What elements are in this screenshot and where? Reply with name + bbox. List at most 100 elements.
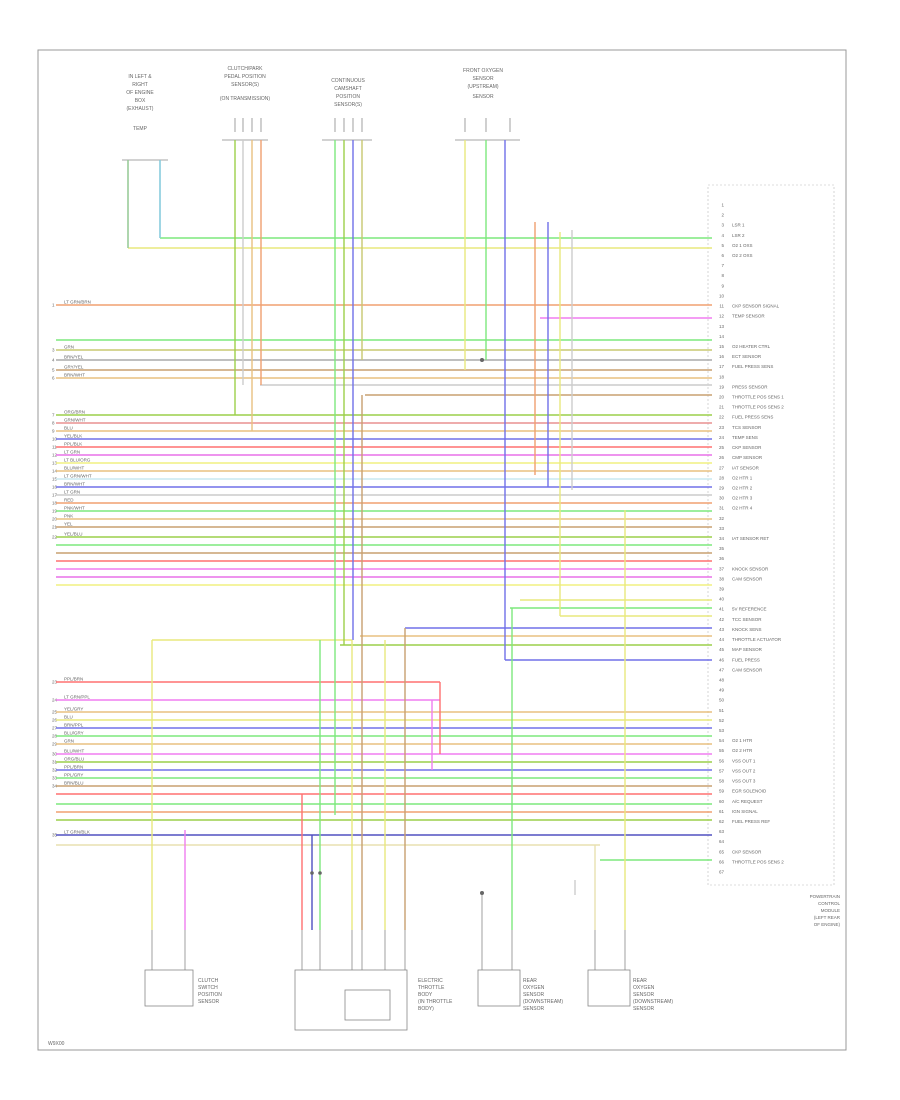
wire-color-code: LT GRN/WHT	[64, 474, 92, 479]
wire-color-code: RED	[64, 498, 74, 503]
pin-number: 61	[719, 809, 725, 814]
wire-color-code: BRN/WHT	[64, 482, 85, 487]
pcm-label-line: MODULE	[821, 908, 840, 913]
pin-number: 30	[719, 496, 725, 501]
wire-color-code: BLU/WHT	[64, 466, 85, 471]
pin-number: 15	[719, 344, 725, 349]
pin-number: 65	[719, 849, 725, 854]
wire-pin-number: 31	[52, 760, 58, 765]
svg-text:SENSOR: SENSOR	[633, 992, 655, 998]
footer-code: W9X00	[48, 1041, 65, 1047]
pin-number: 54	[719, 738, 725, 743]
bottom-component-3: REAR OXYGEN SENSOR (DOWNSTREAM) SENSOR	[477, 969, 563, 1012]
pin-number: 52	[719, 718, 725, 723]
wire-color-code: GRN	[64, 345, 74, 350]
pin-number: 45	[719, 647, 725, 652]
pin-number: 5	[721, 243, 724, 248]
top-component-1-line: RIGHT	[132, 82, 148, 88]
top-component-1: IN LEFT & RIGHT OF ENGINE BOX (EXHAUST) …	[126, 74, 154, 132]
wire-color-code: PPL/BRN	[64, 677, 83, 682]
pin-number: 25	[719, 445, 725, 450]
top-component-2-line: CLUTCH/PARK	[228, 66, 264, 72]
pin-number: 64	[719, 839, 725, 844]
pin-number: 10	[719, 293, 725, 298]
svg-text:POSITION: POSITION	[198, 992, 222, 998]
pin-label: VSS OUT 3	[732, 779, 756, 784]
pin-number: 66	[719, 859, 725, 864]
pin-number: 56	[719, 758, 725, 763]
pin-label: O2 2 OXS	[732, 253, 753, 258]
top-component-1-line: BOX	[135, 98, 146, 104]
wire-color-code: ORG/BLU	[64, 757, 84, 762]
svg-text:BODY: BODY	[418, 992, 433, 998]
wire-color-code: PPL/BLK	[64, 442, 82, 447]
pin-number: 58	[719, 779, 725, 784]
bottom-component-1: CLUTCH SWITCH POSITION SENSOR	[144, 969, 222, 1007]
pcm-label-line: OF ENGINE)	[814, 922, 841, 927]
pin-number: 62	[719, 819, 725, 824]
wire-pin-number: 11	[52, 445, 57, 450]
wire-pin-number: 14	[52, 469, 58, 474]
pin-label: O2 HEATER CTRL	[732, 344, 771, 349]
wire-pin-number: 26	[52, 718, 58, 723]
wire-color-code: BLU/GRY	[64, 731, 84, 736]
wire-color-code: LT GRN/BRN	[64, 300, 91, 305]
pin-label: CKP SENSOR	[732, 849, 762, 854]
pin-label: KNOCK SENSOR	[732, 566, 769, 571]
pin-number: 1	[721, 203, 724, 208]
wire-color-code: LT GRN	[64, 450, 80, 455]
pin-label: TCS SENSOR	[732, 425, 762, 430]
top-component-4-line: (UPSTREAM)	[467, 84, 498, 90]
pin-label: EGR SOLENOID	[732, 789, 767, 794]
pin-label: IAT SENSOR RET	[732, 536, 769, 541]
wire-pin-number: 8	[52, 421, 55, 426]
pin-label: THROTTLE ACTUATOR	[732, 637, 782, 642]
svg-text:SENSOR: SENSOR	[523, 1006, 545, 1012]
top-component-1-line: (EXHAUST)	[127, 106, 154, 112]
top-connectors	[122, 118, 520, 161]
pin-label: 5V REFERENCE	[732, 607, 767, 612]
wire-color-code: PPL/GRY	[64, 773, 83, 778]
top-component-4-line: FRONT OXYGEN	[463, 68, 503, 74]
pin-number: 11	[719, 304, 724, 309]
pin-label: O2 HTR 2	[732, 485, 753, 490]
pin-number: 19	[719, 384, 725, 389]
wire-pin-number: 7	[52, 413, 55, 418]
top-component-4-line: SENSOR	[472, 94, 494, 100]
wire-pin-number: 13	[52, 461, 58, 466]
wire-pin-number: 15	[52, 477, 58, 482]
top-component-4-line: SENSOR	[472, 76, 494, 82]
pin-number: 47	[719, 667, 725, 672]
pin-label: O2 1 OXS	[732, 243, 753, 248]
pin-number: 50	[719, 698, 725, 703]
wire-pin-number: 18	[52, 501, 58, 506]
pin-label: CAM SENSOR	[732, 667, 763, 672]
bottom-connectors	[151, 895, 626, 970]
pin-number: 39	[719, 587, 725, 592]
wire-pin-number: 28	[52, 734, 58, 739]
pin-number: 17	[719, 364, 725, 369]
pin-number: 36	[719, 556, 725, 561]
pin-number: 51	[719, 708, 725, 713]
wire-color-code: ORG/BRN	[64, 410, 85, 415]
pin-label: O2 HTR 4	[732, 506, 753, 511]
splice-dot	[480, 358, 484, 362]
wire-pin-number: 10	[52, 437, 58, 442]
pin-number: 9	[721, 283, 724, 288]
pin-number: 57	[719, 768, 725, 773]
wire-color-code: BLU/WHT	[64, 749, 85, 754]
pin-number: 35	[719, 546, 725, 551]
top-component-3-line: SENSOR(S)	[334, 102, 362, 108]
wire-color-code: YEL	[64, 522, 73, 527]
pin-number: 49	[719, 688, 725, 693]
pin-number: 32	[719, 516, 725, 521]
top-component-3-line: CAMSHAFT	[334, 86, 362, 92]
pin-number: 34	[719, 536, 725, 541]
pin-number: 41	[719, 607, 725, 612]
wire-color-code: GRY/YEL	[64, 365, 84, 370]
wire-codes: LT GRN/BRN1GRN3BRN/YEL4GRY/YEL5BRN/WHT6O…	[52, 300, 92, 838]
splice-dot	[318, 871, 322, 875]
pin-number: 37	[719, 566, 725, 571]
top-component-3-line: POSITION	[336, 94, 360, 100]
wire-pin-number: 17	[52, 493, 58, 498]
